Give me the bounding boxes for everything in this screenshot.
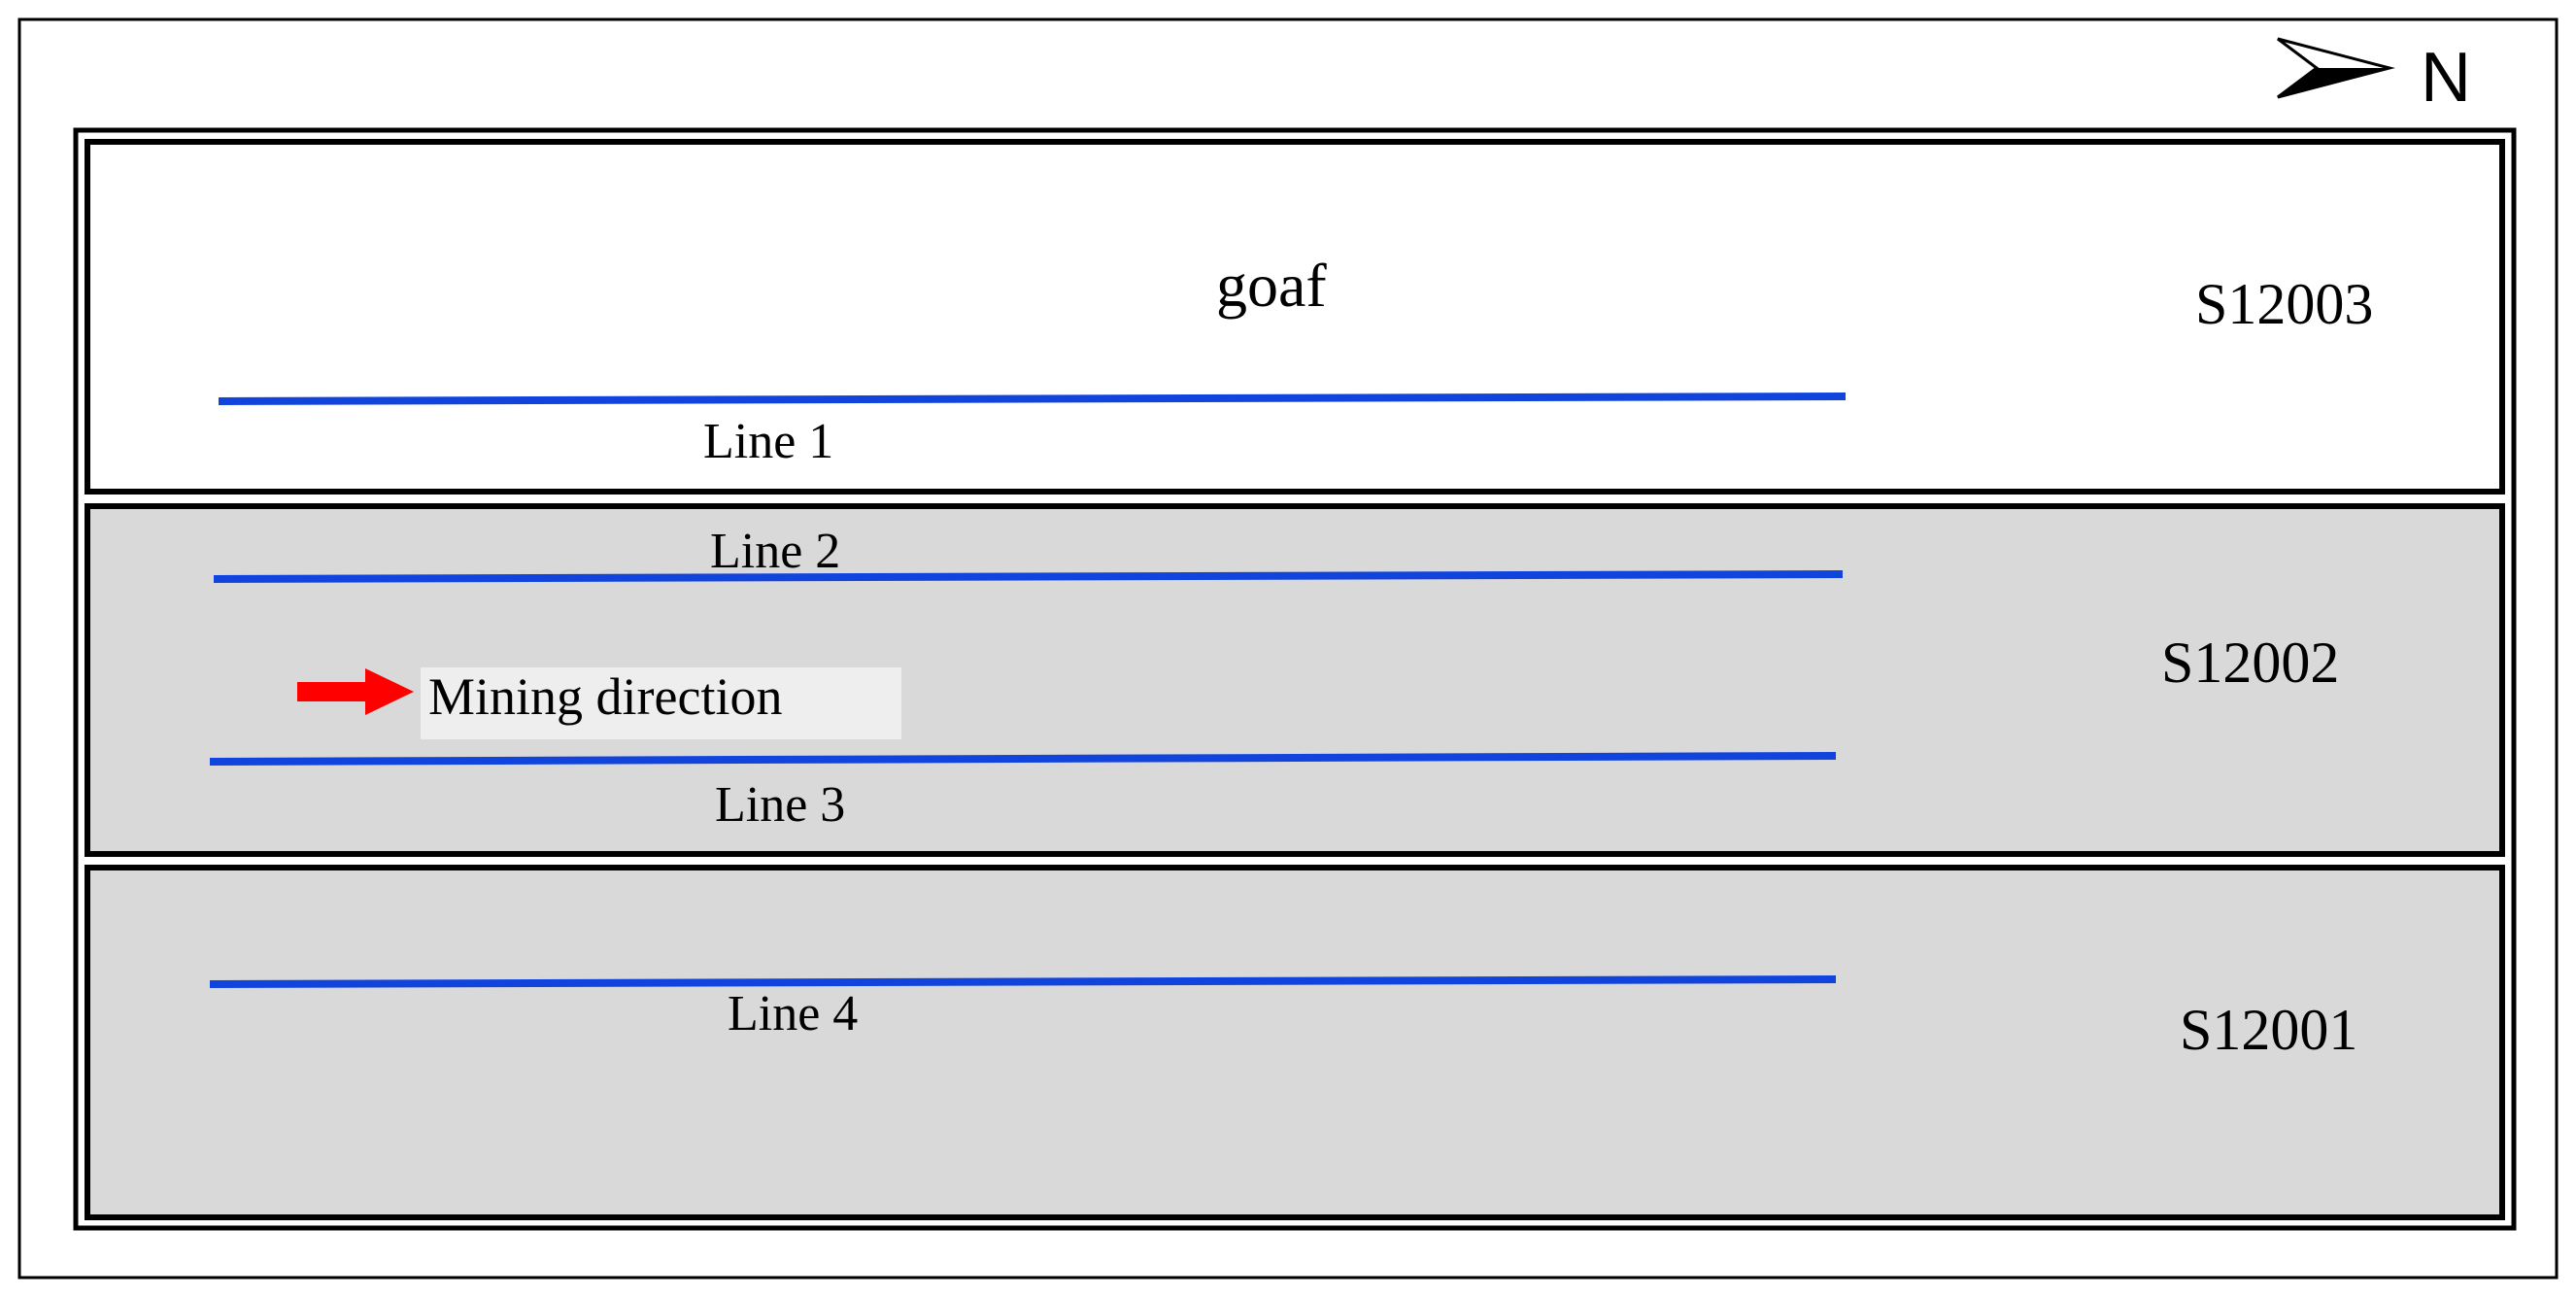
panel-id-s12001: S12001: [2180, 998, 2357, 1062]
survey-line-1: [218, 393, 1847, 405]
survey-line-label-3: Line 3: [715, 777, 845, 833]
panels-frame: [73, 127, 2517, 1231]
goaf-label: goaf: [1216, 251, 1327, 320]
mining-direction-box: [421, 667, 901, 739]
survey-line-label-4: Line 4: [728, 986, 858, 1041]
panel-s12003: [85, 139, 2505, 495]
north-arrow-icon: [2277, 37, 2395, 99]
north-label: N: [2421, 39, 2471, 117]
panel-id-s12002: S12002: [2161, 631, 2339, 695]
survey-line-4: [209, 975, 1837, 988]
mining-direction-arrow-icon: [297, 668, 414, 715]
survey-line-3: [209, 752, 1837, 766]
panel-id-s12003: S12003: [2195, 272, 2373, 336]
mining-direction-label: Mining direction: [428, 667, 782, 726]
survey-line-label-1: Line 1: [703, 414, 833, 469]
panel-s12001: [85, 865, 2505, 1220]
survey-line-2: [213, 570, 1844, 583]
survey-line-label-2: Line 2: [710, 524, 840, 579]
